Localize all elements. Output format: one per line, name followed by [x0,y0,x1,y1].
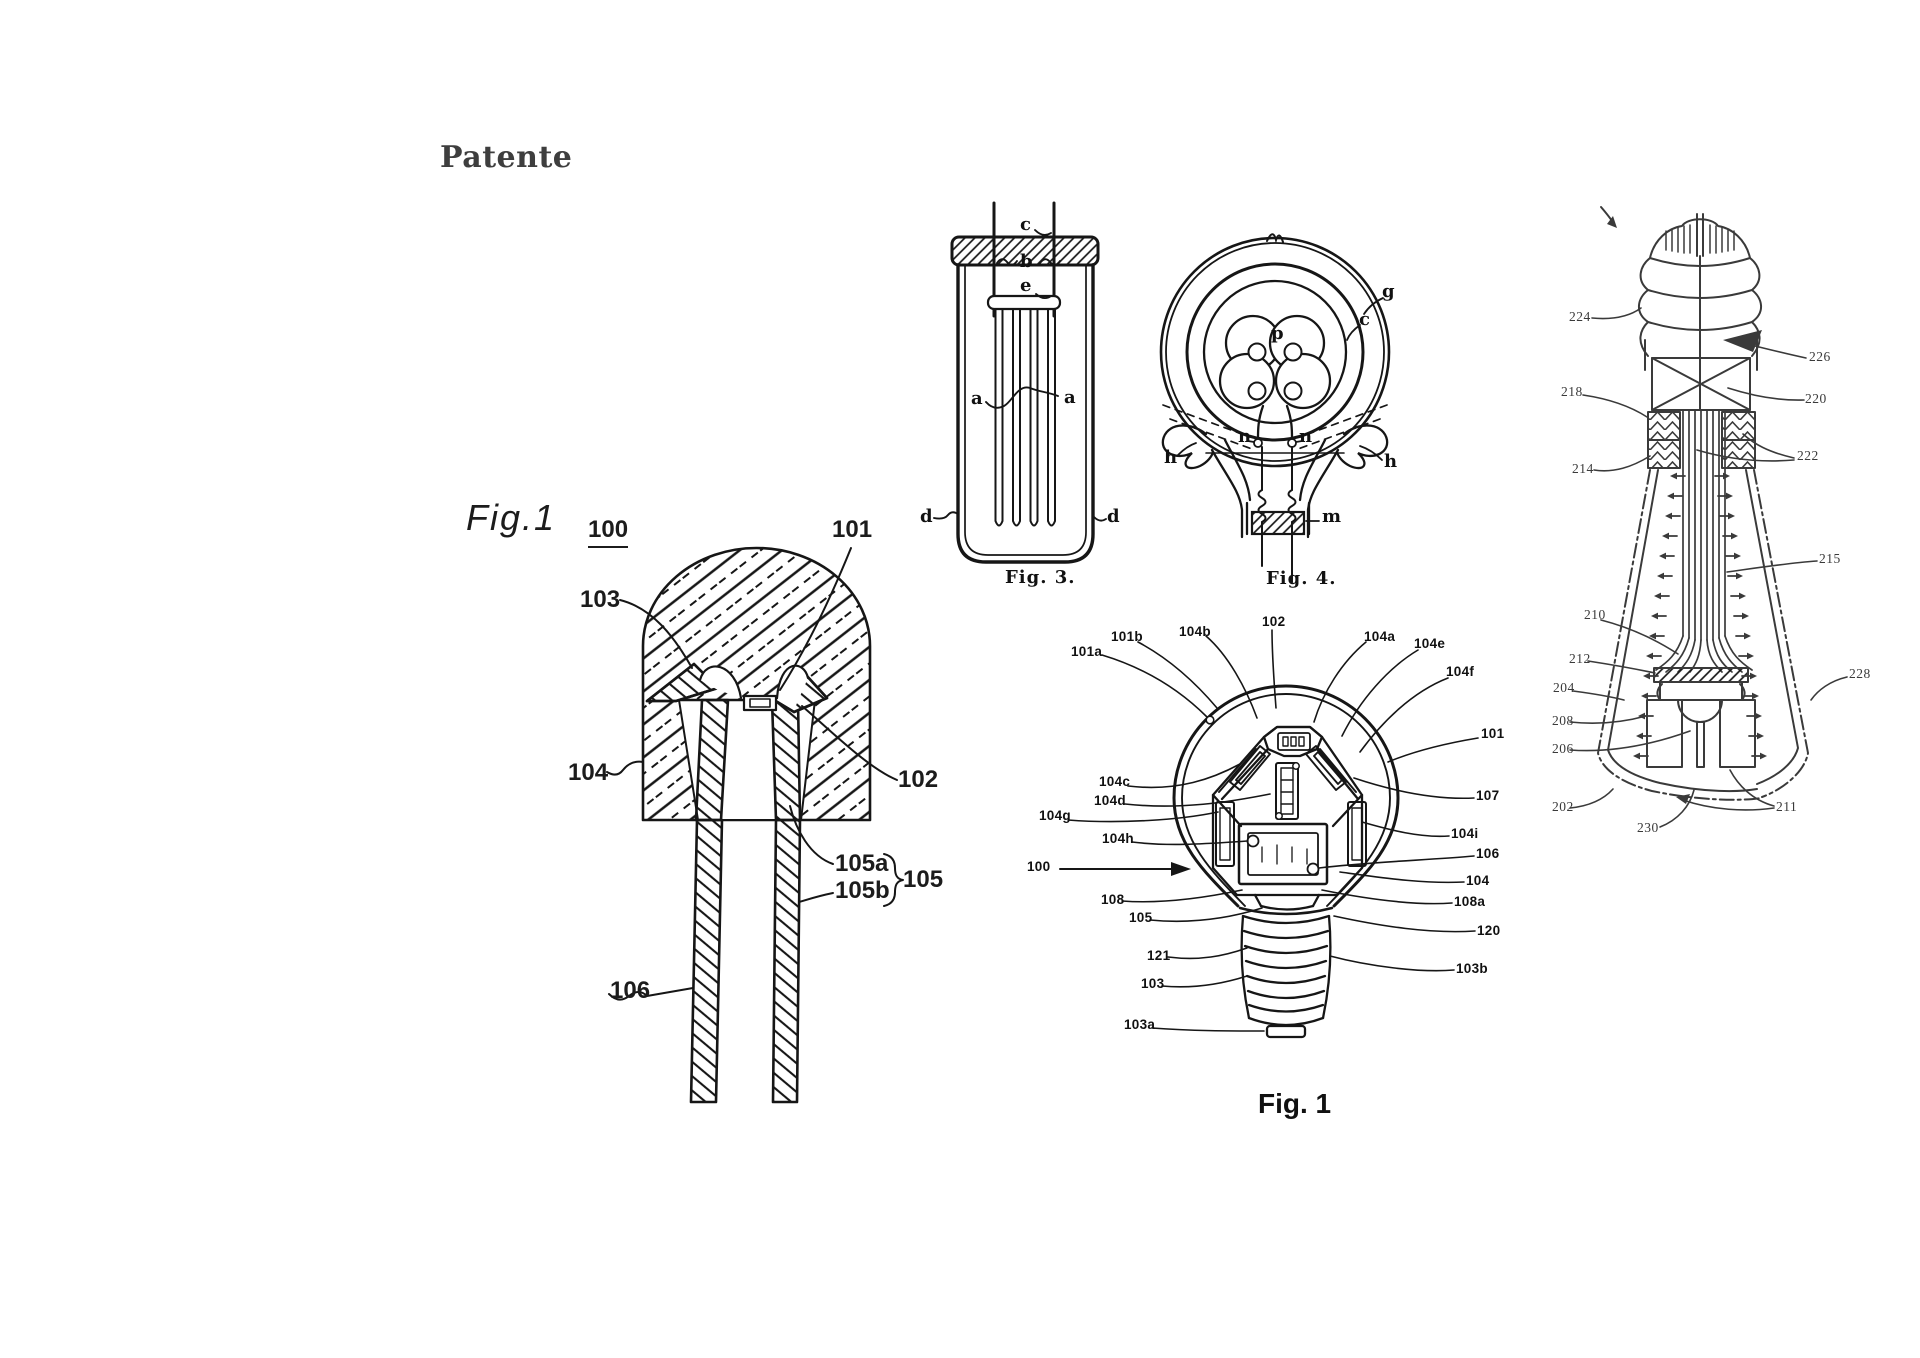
ref-104d-bulb: 104d [1094,793,1126,808]
ref-206-right: 206 [1552,741,1574,756]
ref-d1-fig3: d [920,506,933,527]
ref-108a-bulb: 108a [1454,894,1486,909]
fig3-drawing [933,201,1107,564]
ref-104a-bulb: 104a [1364,629,1396,644]
ref-101-bulb: 101 [1481,726,1505,741]
ref-104h-bulb: 104h [1102,831,1134,846]
ref-210-right: 210 [1584,607,1606,622]
ref-e-fig3: e [1020,275,1032,296]
ref-a1-fig3: a [971,388,983,409]
ref-105a-led: 105a [835,850,889,877]
ref-104c-bulb: 104c [1099,774,1131,789]
ref-p-fig4: p [1271,323,1284,344]
ref-104b-bulb: 104b [1179,624,1211,639]
ref-100-bulb: 100 [1027,859,1051,874]
ref-103-bulb: 103 [1141,976,1165,991]
ref-204-right: 204 [1553,680,1575,695]
ref-202-right: 202 [1552,799,1574,814]
ref-222-right: 222 [1797,448,1819,463]
fig1-led-title: Fig.1 [466,497,557,538]
fig1-led-drawing [606,546,904,1104]
bulb-fig1-drawing [1059,629,1479,1039]
ref-g-fig4: g [1382,281,1395,302]
ref-105-bulb: 105 [1129,910,1153,925]
ref-107-bulb: 107 [1476,788,1500,803]
ref-d2-fig3: d [1107,506,1120,527]
ref-104i-bulb: 104i [1451,826,1479,841]
ref-106-led: 106 [610,977,651,1004]
bulb-fig1-caption: Fig. 1 [1258,1088,1332,1119]
ref-104f-bulb: 104f [1446,664,1475,679]
ref-212-right: 212 [1569,651,1591,666]
ref-121-bulb: 121 [1147,948,1171,963]
fig-right-drawing [1569,206,1848,828]
ref-211-right: 211 [1776,799,1798,814]
ref-104-bulb: 104 [1466,873,1490,888]
ref-m-fig4: m [1322,506,1342,527]
ref-214-right: 214 [1572,461,1594,476]
ref-226-right: 226 [1809,349,1831,364]
ref-103a-bulb: 103a [1124,1017,1156,1032]
ref-c-fig3: c [1020,214,1031,235]
fig3-caption: Fig. 3. [1005,567,1076,588]
ref-106-bulb: 106 [1476,846,1500,861]
ref-230-right: 230 [1637,820,1659,835]
ref-102-led: 102 [898,766,939,793]
ref-103-led: 103 [580,586,621,613]
ref-224-right: 224 [1569,309,1591,324]
ref-208-right: 208 [1552,713,1574,728]
ref-102-bulb: 102 [1262,614,1286,629]
ref-101-led: 101 [832,516,873,543]
ref-100-led: 100 [588,518,629,548]
ref-105b-led: 105b [835,877,890,904]
ref-101b-bulb: 101b [1111,629,1143,644]
ref-108-bulb: 108 [1101,892,1125,907]
ref-104g-bulb: 104g [1039,808,1071,823]
ref-228-right: 228 [1849,666,1871,681]
ref-215-right: 215 [1819,551,1841,566]
ref-105-led: 105 [903,866,944,893]
ref-h2-fig4: h [1384,451,1398,472]
ref-c-fig4: c [1359,309,1370,330]
ref-120-bulb: 120 [1477,923,1501,938]
ref-a2-fig3: a [1064,387,1076,408]
ref-104e-bulb: 104e [1414,636,1446,651]
ref-b-fig3: b [1020,251,1033,272]
page-title: Patente [440,140,573,175]
ref-n2-fig4: n [1299,426,1313,447]
fig4-caption: Fig. 4. [1266,568,1337,589]
ref-n1-fig4: n [1238,426,1252,447]
ref-220-right: 220 [1805,391,1827,406]
ref-h1-fig4: h [1164,447,1178,468]
ref-101a-bulb: 101a [1071,644,1103,659]
fig4-drawing [1159,233,1391,583]
ref-103b-bulb: 103b [1456,961,1488,976]
ref-104-led: 104 [568,759,609,786]
ref-218-right: 218 [1561,384,1583,399]
